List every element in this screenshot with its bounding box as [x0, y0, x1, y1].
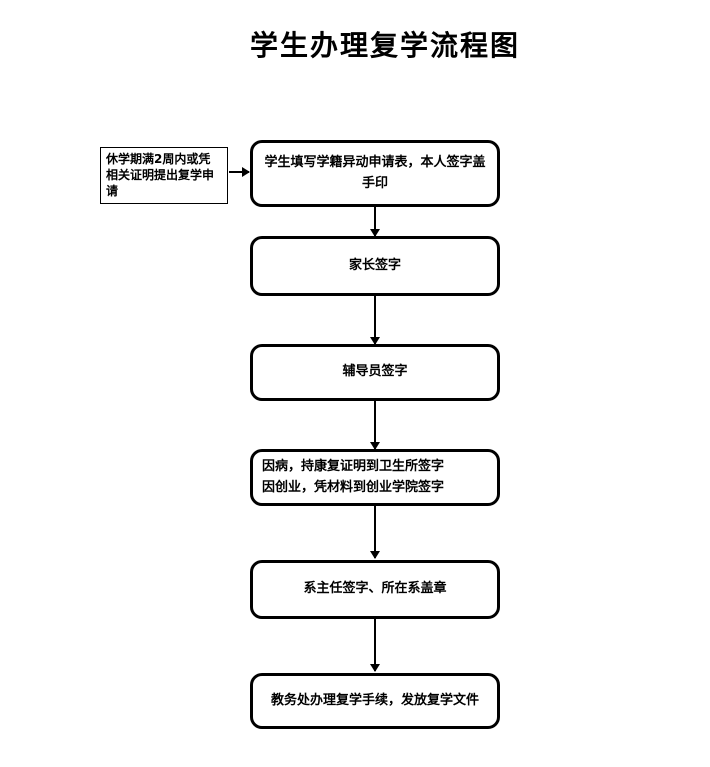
flow-step-counselor-signature: 辅导员签字: [250, 344, 500, 401]
arrow-right-icon: [229, 167, 250, 177]
flow-step-apply: 学生填写学籍异动申请表，本人签字盖手印: [250, 140, 500, 207]
side-note-box: 休学期满2周内或凭相关证明提出复学申请: [100, 147, 228, 204]
page-title: 学生办理复学流程图: [249, 29, 520, 62]
flow-step-counselor-signature-label: 辅导员签字: [342, 364, 408, 380]
flow-step-proof-signature-label: 因病，持康复证明到卫生所签字 因创业，凭材料到创业学院签字: [262, 458, 445, 495]
arrow-down-icon-2: [370, 296, 380, 345]
flow-step-apply-label: 学生填写学籍异动申请表，本人签字盖手印: [264, 154, 486, 191]
flow-step-parent-signature: 家长签字: [250, 236, 500, 296]
side-note-text: 休学期满2周内或凭相关证明提出复学申请: [106, 152, 215, 199]
flow-step-proof-signature: 因病，持康复证明到卫生所签字 因创业，凭材料到创业学院签字: [250, 449, 500, 506]
arrow-down-icon-3: [370, 401, 380, 450]
arrow-down-icon-4: [370, 506, 380, 559]
flow-step-department-seal: 系主任签字、所在系盖章: [250, 560, 500, 619]
arrow-down-icon-1: [370, 207, 380, 237]
arrow-down-icon-5: [370, 619, 380, 672]
flow-step-academic-office: 教务处办理复学手续，发放复学文件: [250, 673, 500, 729]
flow-step-department-seal-label: 系主任签字、所在系盖章: [303, 581, 447, 597]
flow-step-academic-office-label: 教务处办理复学手续，发放复学文件: [270, 692, 479, 708]
flow-step-parent-signature-label: 家长签字: [348, 257, 401, 273]
